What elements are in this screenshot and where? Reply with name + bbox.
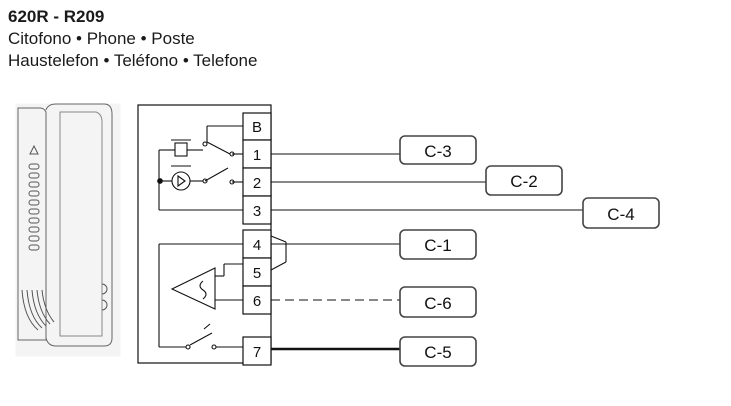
connector-c6: C-6 bbox=[399, 286, 477, 318]
connector-label-c2: C-2 bbox=[510, 172, 537, 191]
connector-label-c6: C-6 bbox=[424, 294, 451, 313]
internal-circuit bbox=[157, 125, 243, 211]
external-wires bbox=[271, 153, 583, 351]
terminal-label-b: B bbox=[252, 119, 262, 136]
terminal-label-2: 2 bbox=[253, 175, 261, 192]
amplifier-circuit bbox=[158, 235, 287, 350]
header: 620R - R209 Citofono • Phone • Poste Hau… bbox=[8, 6, 257, 72]
connector-c4: C-4 bbox=[582, 197, 660, 229]
terminal-label-6: 6 bbox=[253, 293, 261, 310]
connector-label-c5: C-5 bbox=[424, 343, 451, 362]
connector-label-c4: C-4 bbox=[607, 205, 634, 224]
connector-c1: C-1 bbox=[399, 229, 477, 260]
connector-label-c1: C-1 bbox=[424, 236, 451, 255]
subtitle-line-2: Haustelefon • Teléfono • Telefone bbox=[8, 51, 258, 70]
connector-label-c3: C-3 bbox=[424, 142, 451, 161]
page-title: 620R - R209 bbox=[8, 7, 105, 26]
terminal-label-7: 7 bbox=[253, 344, 261, 361]
connector-c5: C-5 bbox=[399, 336, 477, 367]
connector-c2: C-2 bbox=[485, 165, 563, 196]
terminal-label-4: 4 bbox=[253, 237, 261, 254]
terminal-label-5: 5 bbox=[253, 265, 261, 282]
subtitle-line-1: Citofono • Phone • Poste bbox=[8, 29, 195, 48]
phone-handset-illustration bbox=[15, 103, 121, 357]
terminal-label-3: 3 bbox=[253, 203, 261, 220]
terminal-label-1: 1 bbox=[253, 147, 261, 164]
connector-c3: C-3 bbox=[399, 135, 477, 165]
